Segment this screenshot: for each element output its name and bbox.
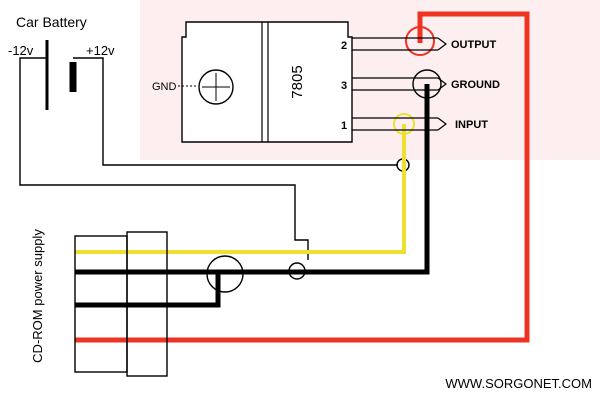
pin-2-lead <box>352 37 447 51</box>
pin-1-lead <box>352 117 447 131</box>
splice-output <box>405 26 435 56</box>
pin-3-lead <box>352 77 447 91</box>
red-wire <box>75 11 530 343</box>
battery-negative-label: -12v <box>8 43 34 58</box>
input-label: INPUT <box>455 119 488 131</box>
splice-input <box>393 113 415 135</box>
regulator-part-number: 7805 <box>289 65 306 98</box>
psu-label: CD-ROM power supply <box>30 229 45 363</box>
regulator-7805: 7805 GND <box>152 21 353 143</box>
pin-1-number: 1 <box>341 120 347 132</box>
battery-title: Car Battery <box>16 14 87 30</box>
yellow-wire <box>75 124 406 254</box>
splice-ground <box>412 69 442 99</box>
splice-negative <box>288 262 306 280</box>
ground-label: GROUND <box>451 79 500 91</box>
positive-wire <box>73 57 398 166</box>
ground-wire-2 <box>75 272 221 308</box>
connector-plug <box>126 231 168 377</box>
mounting-hole <box>198 69 234 105</box>
pin-2-number: 2 <box>341 40 347 52</box>
site-credit: WWW.SORGONET.COM <box>445 376 592 391</box>
battery-positive-label: +12v <box>86 43 115 58</box>
gnd-label: GND <box>152 81 177 93</box>
negative-wire <box>19 57 309 260</box>
output-label: OUTPUT <box>451 39 497 51</box>
regulator-tab <box>181 21 353 143</box>
pin-3-number: 3 <box>341 80 347 92</box>
ground-wire <box>75 84 430 275</box>
splice-ground-psu <box>206 255 244 293</box>
